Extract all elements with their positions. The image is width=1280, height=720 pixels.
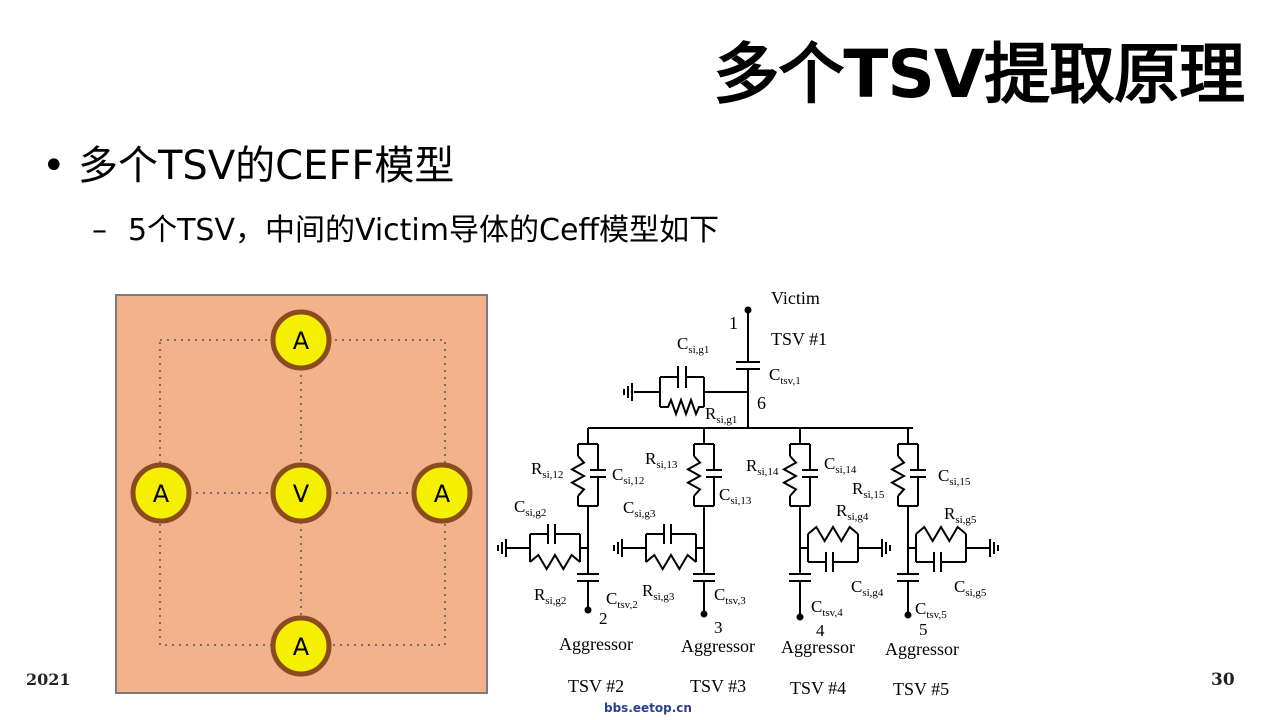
ground-icon [623, 382, 633, 402]
aggressor-label: Aggressor [681, 636, 755, 656]
slide-title: 多个TSV提取原理 [713, 36, 1245, 113]
node-label: A [153, 480, 170, 508]
aggressor-node-number: 5 [919, 620, 928, 639]
bullet-level2: –5个TSV，中间的Victim导体的Ceff模型如下 [92, 213, 719, 249]
victim-label: Victim [771, 288, 820, 308]
victim-terminal [744, 306, 752, 314]
victim-node-number: 1 [729, 313, 738, 333]
tsv-node-victim-center: V [270, 462, 332, 524]
label-rsi-13: Rsi,13 [645, 449, 678, 471]
bullet-level2-text: 5个TSV，中间的Victim导体的Ceff模型如下 [128, 213, 720, 248]
resistor-zigzag [807, 525, 859, 543]
page-number: 30 [1211, 670, 1235, 690]
aggressor-tsv-label: TSV #3 [690, 676, 746, 696]
resistor-zigzag [660, 397, 704, 417]
aggressor-node-number: 3 [714, 618, 723, 637]
bullet-dash: – [92, 213, 107, 248]
label-csi-g1: Csi,g1 [677, 334, 709, 356]
label-ctsv-3: Ctsv,3 [714, 585, 746, 607]
bullet-level1-text: 多个TSV的CEFF模型 [78, 143, 455, 189]
aggressor-tsv-label: TSV #4 [790, 678, 846, 698]
bullet-level1: • 多个TSV的CEFF模型 [42, 142, 454, 190]
label-rsi-g2: Rsi,g2 [534, 585, 566, 607]
label-ctsv-4: Ctsv,4 [811, 597, 843, 619]
aggressor-node-number: 4 [816, 621, 825, 640]
aggressor-terminal [904, 611, 912, 619]
label-rsi-14: Rsi,14 [746, 456, 779, 478]
node-label: V [293, 480, 310, 508]
node-6-label: 6 [757, 393, 766, 413]
aggressor-tsv-label: TSV #2 [568, 676, 624, 696]
label-rsi-g4: Rsi,g4 [836, 501, 869, 523]
resistor-zigzag [645, 553, 697, 571]
label-csi-g4: Csi,g4 [851, 577, 884, 599]
label-rsi-g3: Rsi,g3 [642, 581, 675, 603]
label-ctsv-1: Ctsv,1 [769, 365, 801, 387]
aggressor-terminal [796, 613, 804, 621]
tsv-node-aggressor-top: A [270, 309, 332, 371]
label-rsi-15: Rsi,15 [852, 479, 885, 501]
label-csi-g5: Csi,g5 [954, 577, 987, 599]
label-csi-15: Csi,15 [938, 466, 971, 488]
label-csi-g2: Csi,g2 [514, 497, 546, 519]
label-rsi-g1: Rsi,g1 [705, 404, 737, 426]
aggressor-label: Aggressor [885, 639, 959, 659]
aggressor-label: Aggressor [559, 634, 633, 654]
resistor-zigzag [889, 455, 907, 497]
resistor-zigzag [529, 553, 581, 571]
aggressor-label: Aggressor [781, 637, 855, 657]
tsv-node-aggressor-bottom: A [270, 615, 332, 677]
label-csi-14: Csi,14 [824, 454, 857, 476]
aggressor-terminal [584, 606, 592, 614]
node-label: A [293, 327, 310, 355]
node-label: A [293, 633, 310, 661]
aggressor-node-number: 2 [599, 609, 608, 628]
resistor-zigzag [915, 525, 967, 543]
aggressor-tsv-label: TSV #5 [893, 679, 949, 699]
tsv-node-aggressor-left: A [130, 462, 192, 524]
label-csi-13: Csi,13 [719, 485, 752, 507]
footer-year: 2021 [26, 670, 71, 689]
label-rsi-g5: Rsi,g5 [944, 504, 977, 526]
label-csi-g3: Csi,g3 [623, 498, 656, 520]
tsv-node-aggressor-right: A [411, 462, 473, 524]
label-ctsv-5: Ctsv,5 [915, 599, 947, 621]
label-csi-12: Csi,12 [612, 465, 644, 487]
aggressor-terminal [700, 610, 708, 618]
bullet-marker: • [42, 143, 66, 189]
label-ctsv-2: Ctsv,2 [606, 589, 638, 611]
resistor-zigzag [685, 455, 703, 497]
watermark-text: bbs.eetop.cn [604, 701, 692, 715]
victim-tsv-label: TSV #1 [771, 329, 827, 349]
node-label: A [434, 480, 451, 508]
resistor-zigzag [781, 455, 799, 497]
label-rsi-12: Rsi,12 [531, 459, 563, 481]
resistor-zigzag [569, 455, 587, 497]
